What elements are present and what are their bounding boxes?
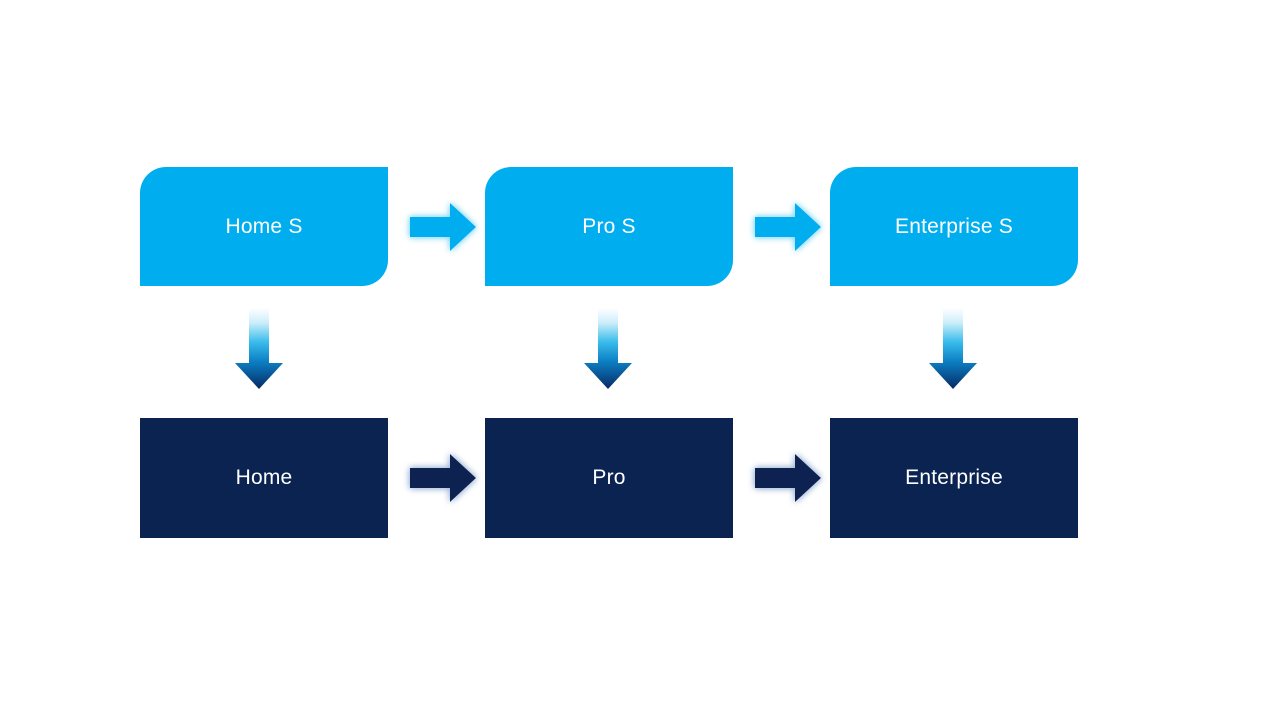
box-label: Home S — [225, 214, 303, 238]
box-label: Enterprise — [905, 466, 1003, 490]
right-arrow-icon-pro-to-enterprise — [751, 450, 823, 506]
right-arrow-icon-pro-s-to-enterprise-s — [751, 199, 823, 255]
box-home-s[interactable]: Home S — [140, 167, 388, 286]
box-label: Pro S — [582, 214, 636, 238]
box-home[interactable]: Home — [140, 418, 388, 538]
down-arrow-icon-home-s-to-home — [233, 308, 285, 390]
box-label: Home — [235, 466, 293, 490]
box-enterprise[interactable]: Enterprise — [830, 418, 1078, 538]
box-label: Enterprise S — [895, 214, 1013, 238]
right-arrow-icon-home-to-pro — [406, 450, 478, 506]
down-arrow-icon-enterprise-s-to-enterprise — [927, 308, 979, 390]
box-pro-s[interactable]: Pro S — [485, 167, 733, 286]
down-arrow-icon-pro-s-to-pro — [582, 308, 634, 390]
box-pro[interactable]: Pro — [485, 418, 733, 538]
box-enterprise-s[interactable]: Enterprise S — [830, 167, 1078, 286]
box-label: Pro — [592, 466, 626, 490]
right-arrow-icon-home-s-to-pro-s — [406, 199, 478, 255]
